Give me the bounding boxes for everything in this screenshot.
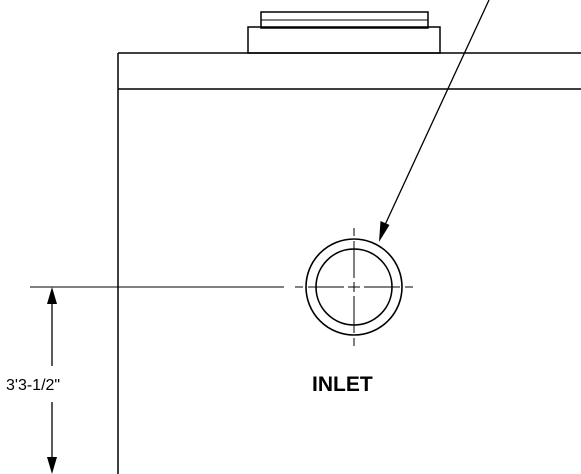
inlet-label: INLET	[312, 373, 373, 396]
leader-arrow	[379, 0, 490, 242]
dimension-label: 3'3-1/2"	[6, 377, 60, 394]
inlet-outer-circle	[305, 238, 403, 336]
dimension-line	[47, 287, 57, 474]
dimension-arrow-up	[47, 287, 57, 304]
top-cap	[247, 11, 441, 54]
inlet-centerlines	[295, 228, 413, 346]
dimension-arrow-down	[47, 457, 57, 474]
tank-body	[117, 52, 581, 474]
